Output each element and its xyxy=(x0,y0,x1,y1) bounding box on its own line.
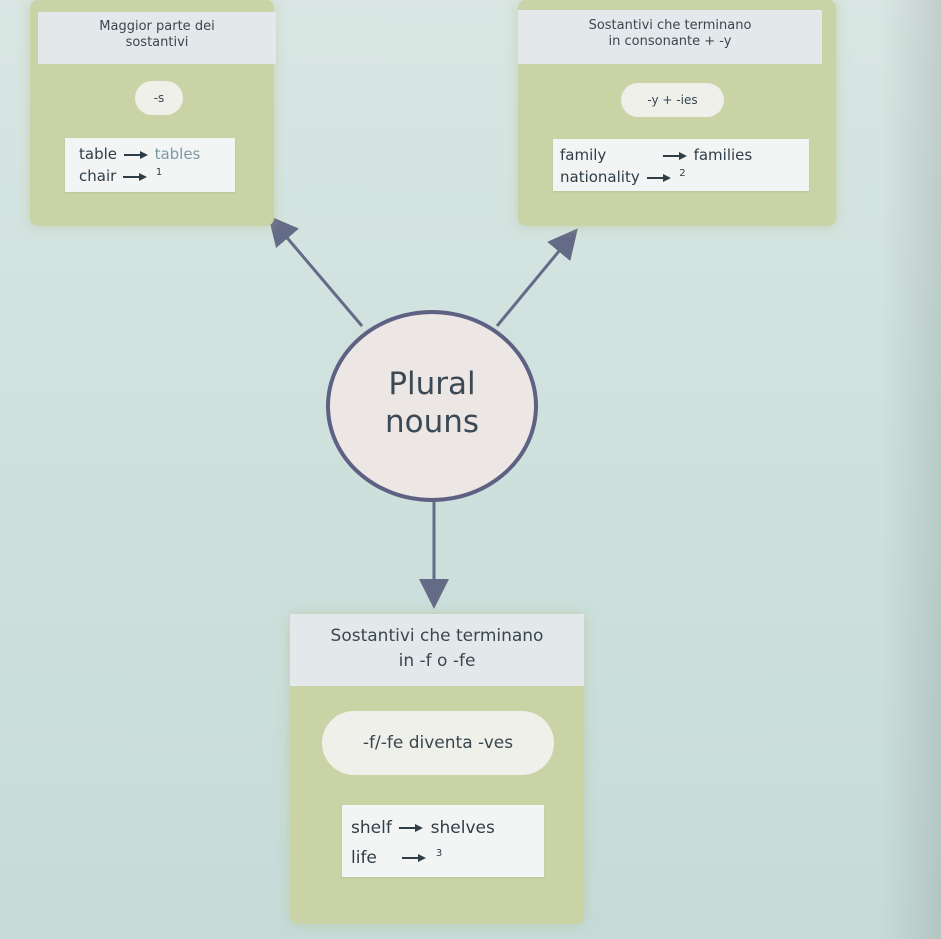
right-examples-box: family families nationality 2 xyxy=(553,139,809,191)
right-example-row-2: nationality 2 xyxy=(560,168,686,186)
right-arrow-icon xyxy=(123,150,148,159)
right-example-word-2: nationality xyxy=(560,168,640,186)
left-example-note-2: 1 xyxy=(155,167,163,178)
bottom-rule-text: -f/-fe diventa -ves xyxy=(362,733,514,753)
right-example-word-1: family xyxy=(560,146,607,164)
right-category-title-line1: Sostantivi che terminano xyxy=(588,18,752,33)
right-example-row-1: family families xyxy=(560,146,752,164)
left-category-title-line2: sostantivi xyxy=(125,35,189,51)
right-arrow-icon xyxy=(399,824,424,832)
left-example-word-1: table xyxy=(79,145,117,163)
bottom-example-note-2: 3 xyxy=(435,848,443,860)
right-category-title-line2: in consonante + -y xyxy=(608,34,732,50)
right-arrow-icon xyxy=(646,173,671,182)
bottom-category-title-line1: Sostantivi che terminano xyxy=(330,626,544,646)
bottom-rule-pill: -f/-fe diventa -ves xyxy=(322,711,554,775)
right-example-note-2: 2 xyxy=(679,168,686,179)
left-rule-text: -s xyxy=(153,91,165,105)
bottom-example-word-2: life xyxy=(351,848,377,868)
center-topic-circle: Plural nouns xyxy=(326,310,538,502)
left-example-answer-1: tables xyxy=(154,145,201,163)
bottom-category-title-line2: in -f o -fe xyxy=(398,651,476,672)
bottom-example-word-1: shelf xyxy=(351,818,392,838)
left-example-row-2: chair 1 xyxy=(79,167,162,185)
bottom-example-answer-1: shelves xyxy=(430,818,495,838)
right-arrow-icon xyxy=(123,172,148,181)
bottom-category-title: Sostantivi che terminano in -f o -fe xyxy=(290,614,584,686)
right-rule-text: -y + -ies xyxy=(647,93,698,107)
left-category-title: Maggior parte dei sostantivi xyxy=(38,12,276,64)
right-category-title: Sostantivi che terminano in consonante +… xyxy=(518,10,822,64)
right-arrow-icon xyxy=(662,151,687,160)
connector-left xyxy=(268,215,364,327)
center-topic-line2: nouns xyxy=(384,404,480,440)
center-topic-line1: Plural xyxy=(388,366,476,402)
right-rule-pill: -y + -ies xyxy=(621,83,724,117)
left-category-title-line1: Maggior parte dei xyxy=(99,19,215,34)
right-example-answer-1: families xyxy=(693,146,753,164)
left-example-word-2: chair xyxy=(79,167,117,185)
left-rule-pill: -s xyxy=(135,81,183,115)
bottom-example-row-1: shelf shelves xyxy=(351,818,495,838)
connector-right xyxy=(495,228,578,327)
left-examples-box: table tables chair 1 xyxy=(65,138,235,192)
bottom-example-row-2: life 3 xyxy=(351,848,442,868)
right-arrow-icon xyxy=(402,854,427,862)
left-example-row-1: table tables xyxy=(79,145,200,163)
page-shadow xyxy=(881,0,941,939)
bottom-examples-box: shelf shelves life 3 xyxy=(342,805,544,877)
